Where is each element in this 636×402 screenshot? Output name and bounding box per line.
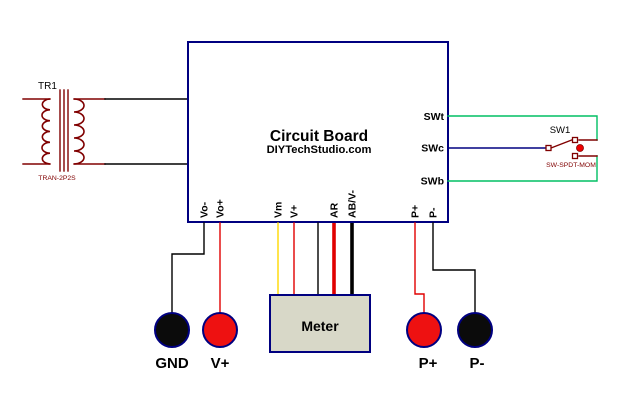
terminal-p-plus: P+ [406, 312, 442, 372]
pin-label-vo-minus: Vo- [199, 201, 211, 218]
primary-coil [41, 98, 51, 165]
pin-label-p-minus: P- [428, 207, 440, 218]
switch-top-contact [571, 136, 579, 144]
circuit-board: Circuit Board DIYTechStudio.com SWt SWc … [187, 41, 449, 223]
meter-label: Meter [301, 318, 339, 334]
terminal-p-minus: P- [457, 312, 493, 372]
meter: Meter [269, 294, 371, 353]
gnd-terminal-label: GND [155, 355, 189, 372]
gnd-terminal-circle [154, 312, 190, 348]
wire-swt-to-switch [447, 115, 598, 141]
p-minus-terminal-label: P- [470, 355, 485, 372]
pin-label-ar: AR [329, 202, 341, 218]
wire-p-minus-to-terminal [432, 222, 476, 314]
pin-label-v-plus: V+ [289, 205, 301, 218]
meter-box [269, 294, 371, 353]
terminal-gnd: GND [154, 312, 190, 372]
transformer-ref-label: TR1 [38, 81, 57, 92]
pin-label-vm: Vm [273, 202, 285, 218]
switch-part-label: SW-SPDT-MOM [546, 162, 596, 169]
transformer-part-label: TRAN-2P2S [38, 175, 76, 182]
switch-ref-label: SW1 [550, 125, 571, 136]
transformer-core [59, 89, 69, 172]
p-plus-terminal-circle [406, 312, 442, 348]
p-minus-terminal-circle [457, 312, 493, 348]
board-title: Circuit Board [270, 128, 368, 145]
switch-actuator-dot [576, 144, 584, 152]
switch-sw1: SW1 SW-SPDT-MOM [545, 125, 598, 169]
pin-label-vo-plus: Vo+ [215, 199, 227, 218]
wire-p-plus-to-terminal [414, 222, 425, 314]
v-plus-terminal-circle [202, 312, 238, 348]
pin-label-swb: SWb [421, 176, 444, 188]
pin-label-ab-v-minus: AB/V- [347, 189, 359, 218]
pin-label-swc: SWc [421, 143, 444, 155]
circuit-board-outline [187, 41, 449, 223]
transformer-tr1: TR1 TRAN-2P2S [22, 81, 106, 182]
secondary-coil [73, 98, 85, 165]
p-plus-terminal-label: P+ [419, 355, 438, 372]
board-subtitle: DIYTechStudio.com [267, 144, 372, 156]
switch-bottom-contact [571, 152, 579, 160]
pin-label-p-plus: P+ [410, 205, 422, 218]
switch-common-contact [545, 144, 552, 152]
terminal-v-plus: V+ [202, 312, 238, 372]
wire-vo-minus-to-gnd [171, 222, 205, 314]
switch-lever [550, 138, 574, 149]
pin-label-swt: SWt [424, 111, 445, 123]
v-plus-terminal-label: V+ [211, 355, 230, 372]
wire-swb-to-switch [447, 155, 598, 182]
